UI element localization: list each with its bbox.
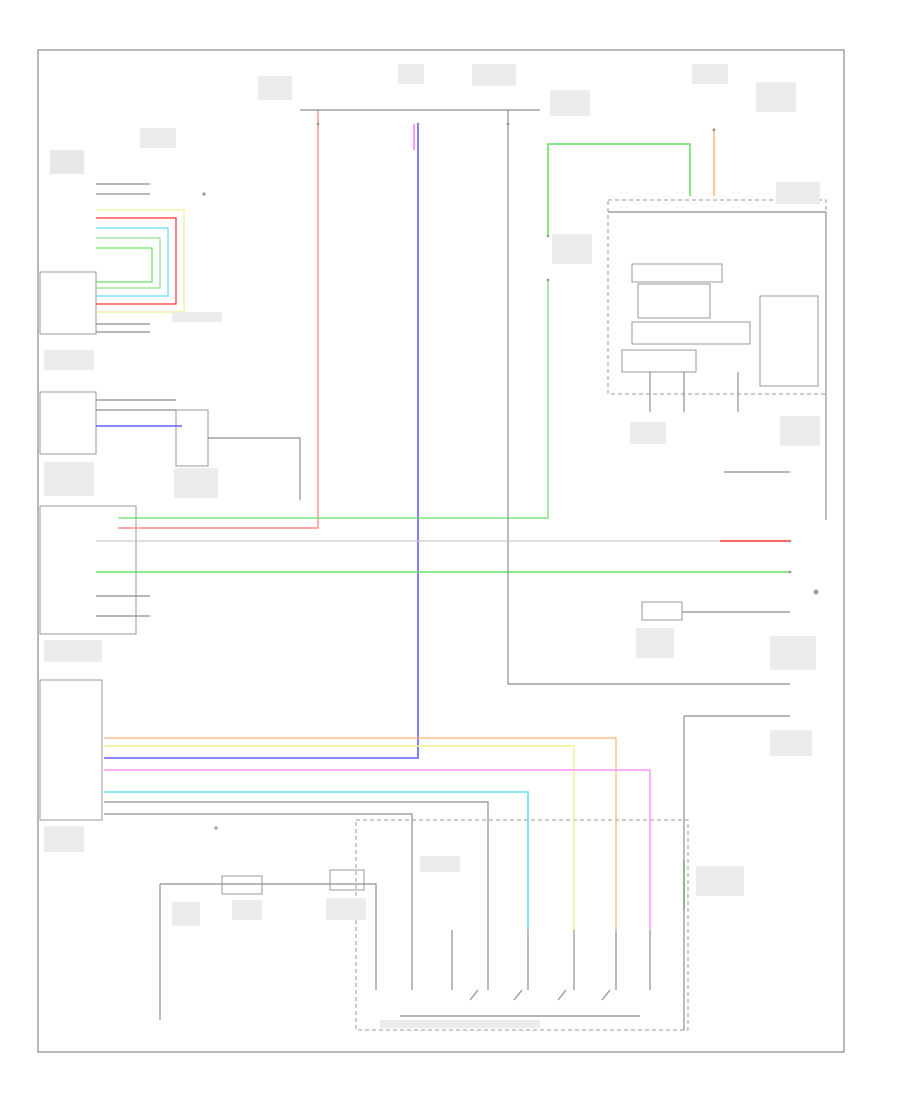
door-switch-box: [175, 409, 209, 467]
left-connector-blocks: [39, 271, 137, 821]
wire-green-top: [547, 143, 691, 236]
wire-magenta-lower: [104, 769, 651, 930]
splice-point: [813, 589, 819, 595]
label-block: [232, 900, 262, 920]
label-block: [472, 64, 516, 86]
wire-grey-main-riser: [507, 110, 790, 685]
label-block: [780, 416, 820, 446]
label-block: [258, 76, 292, 100]
sub-module: [759, 295, 819, 387]
label-block: [326, 898, 366, 920]
diagram-frame: [37, 49, 845, 1053]
wire-orange-lower: [104, 737, 617, 930]
colored-wires: [96, 110, 790, 930]
label-block: [692, 64, 728, 84]
control-module-connector-middle: [39, 391, 97, 455]
wire-grey-switch-out: [208, 437, 301, 500]
wire-green-riser: [118, 280, 549, 519]
relay-contacts: [637, 283, 711, 319]
wire-cyan-bundle: [96, 227, 169, 297]
label-block: [552, 234, 592, 264]
wire-yellow-lower: [104, 745, 575, 930]
switch-levers: [469, 989, 611, 1001]
label-block: [776, 182, 820, 204]
label-block: [398, 64, 424, 84]
label-block: [50, 150, 84, 174]
wire-yellow-bundle: [96, 209, 185, 313]
wire-grey-door-switch: [96, 399, 176, 411]
splice-point: [214, 826, 218, 830]
wire-pink-feed: [118, 110, 319, 529]
wire-cyan-lower: [104, 791, 529, 930]
label-block: [636, 628, 674, 658]
splice-point: [416, 122, 420, 126]
wire-grey-relay-out: [649, 372, 739, 412]
wire-grey-right-return: [683, 715, 790, 1030]
wire-grey-lower-left: [160, 883, 377, 930]
output-driver: [621, 349, 697, 373]
label-block: [630, 422, 666, 444]
instrument-panel-connector: [39, 505, 137, 635]
lower-control-unit: [39, 679, 103, 821]
label-block: [550, 90, 590, 116]
splice-point: [316, 122, 320, 126]
right-control-module: [355, 199, 827, 1031]
label-block: [770, 730, 812, 756]
label-block: [172, 312, 222, 322]
switch-contact: [375, 930, 651, 990]
splice-point: [546, 234, 550, 238]
label-block: [696, 866, 744, 896]
junction-block-outline: [607, 199, 827, 395]
wire-grey-small-1: [96, 595, 150, 617]
door-lock-actuator-box-left: [221, 875, 263, 895]
rear-lamp-switch-box: [641, 601, 683, 621]
tiny-labels: [44, 64, 820, 1028]
label-block: [420, 856, 460, 872]
ground-switch-symbols: [375, 930, 651, 1001]
label-block: [174, 468, 218, 498]
grey-wires: [96, 109, 827, 1030]
label-block: [380, 1020, 540, 1028]
switch-boxes: [175, 409, 683, 895]
label-block: [140, 128, 176, 148]
wire-grey-top-block: [96, 183, 150, 195]
relay-block: [631, 263, 723, 283]
wire-grey-lower-gnd: [104, 801, 489, 930]
splice-point: [788, 539, 792, 543]
label-block: [44, 462, 94, 496]
logic-unit: [631, 321, 751, 345]
wire-grey-module-out: [96, 323, 150, 333]
control-module-connector-top: [39, 271, 97, 335]
splice-point: [546, 278, 550, 282]
ground-distribution-outline: [355, 819, 689, 1031]
connector-pins: [202, 122, 819, 830]
wire-blue-feed: [104, 124, 419, 759]
wire-red-bundle: [96, 217, 177, 305]
label-block: [44, 826, 84, 852]
wire-lightgreen-bundle: [96, 237, 161, 289]
splice-point: [788, 570, 792, 574]
wire-green-bundle: [96, 247, 153, 283]
label-block: [44, 350, 94, 370]
label-block: [756, 82, 796, 112]
splice-point: [202, 192, 206, 196]
door-lock-actuator-box-right: [329, 869, 365, 891]
label-block: [770, 636, 816, 670]
wire-grey-lower-gnd2: [104, 813, 413, 930]
splice-point: [712, 128, 716, 132]
label-block: [172, 902, 200, 926]
splice-point: [506, 122, 510, 126]
label-block: [44, 640, 102, 662]
